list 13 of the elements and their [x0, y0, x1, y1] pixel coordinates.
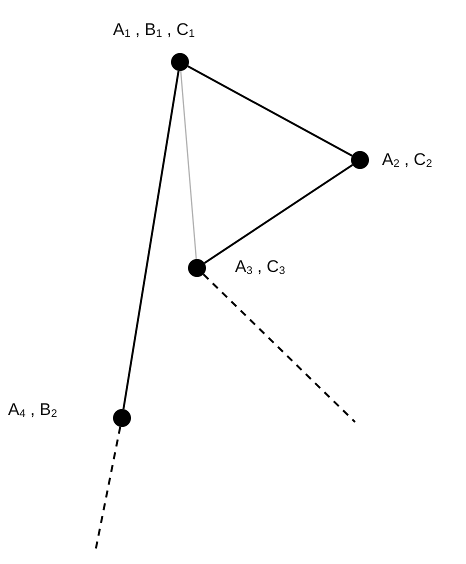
point-label: A$_{2}$ , C$_{2}$: [382, 150, 432, 172]
line: [122, 70, 180, 410]
line: [204, 164, 354, 264]
dashed-line: [202, 274, 356, 423]
line: [180, 70, 197, 260]
point-dot: [188, 259, 206, 277]
line: [187, 65, 353, 157]
point-dot: [171, 53, 189, 71]
point-dot: [113, 409, 131, 427]
point-label: A$_{3}$ , C$_{3}$: [235, 257, 286, 280]
point-label: A$_{4}$ , B$_{2}$: [8, 400, 58, 422]
point-label: A$_{1}$ , B$_{1}$ , C$_{1}$: [113, 20, 195, 42]
point-dot: [351, 151, 369, 169]
